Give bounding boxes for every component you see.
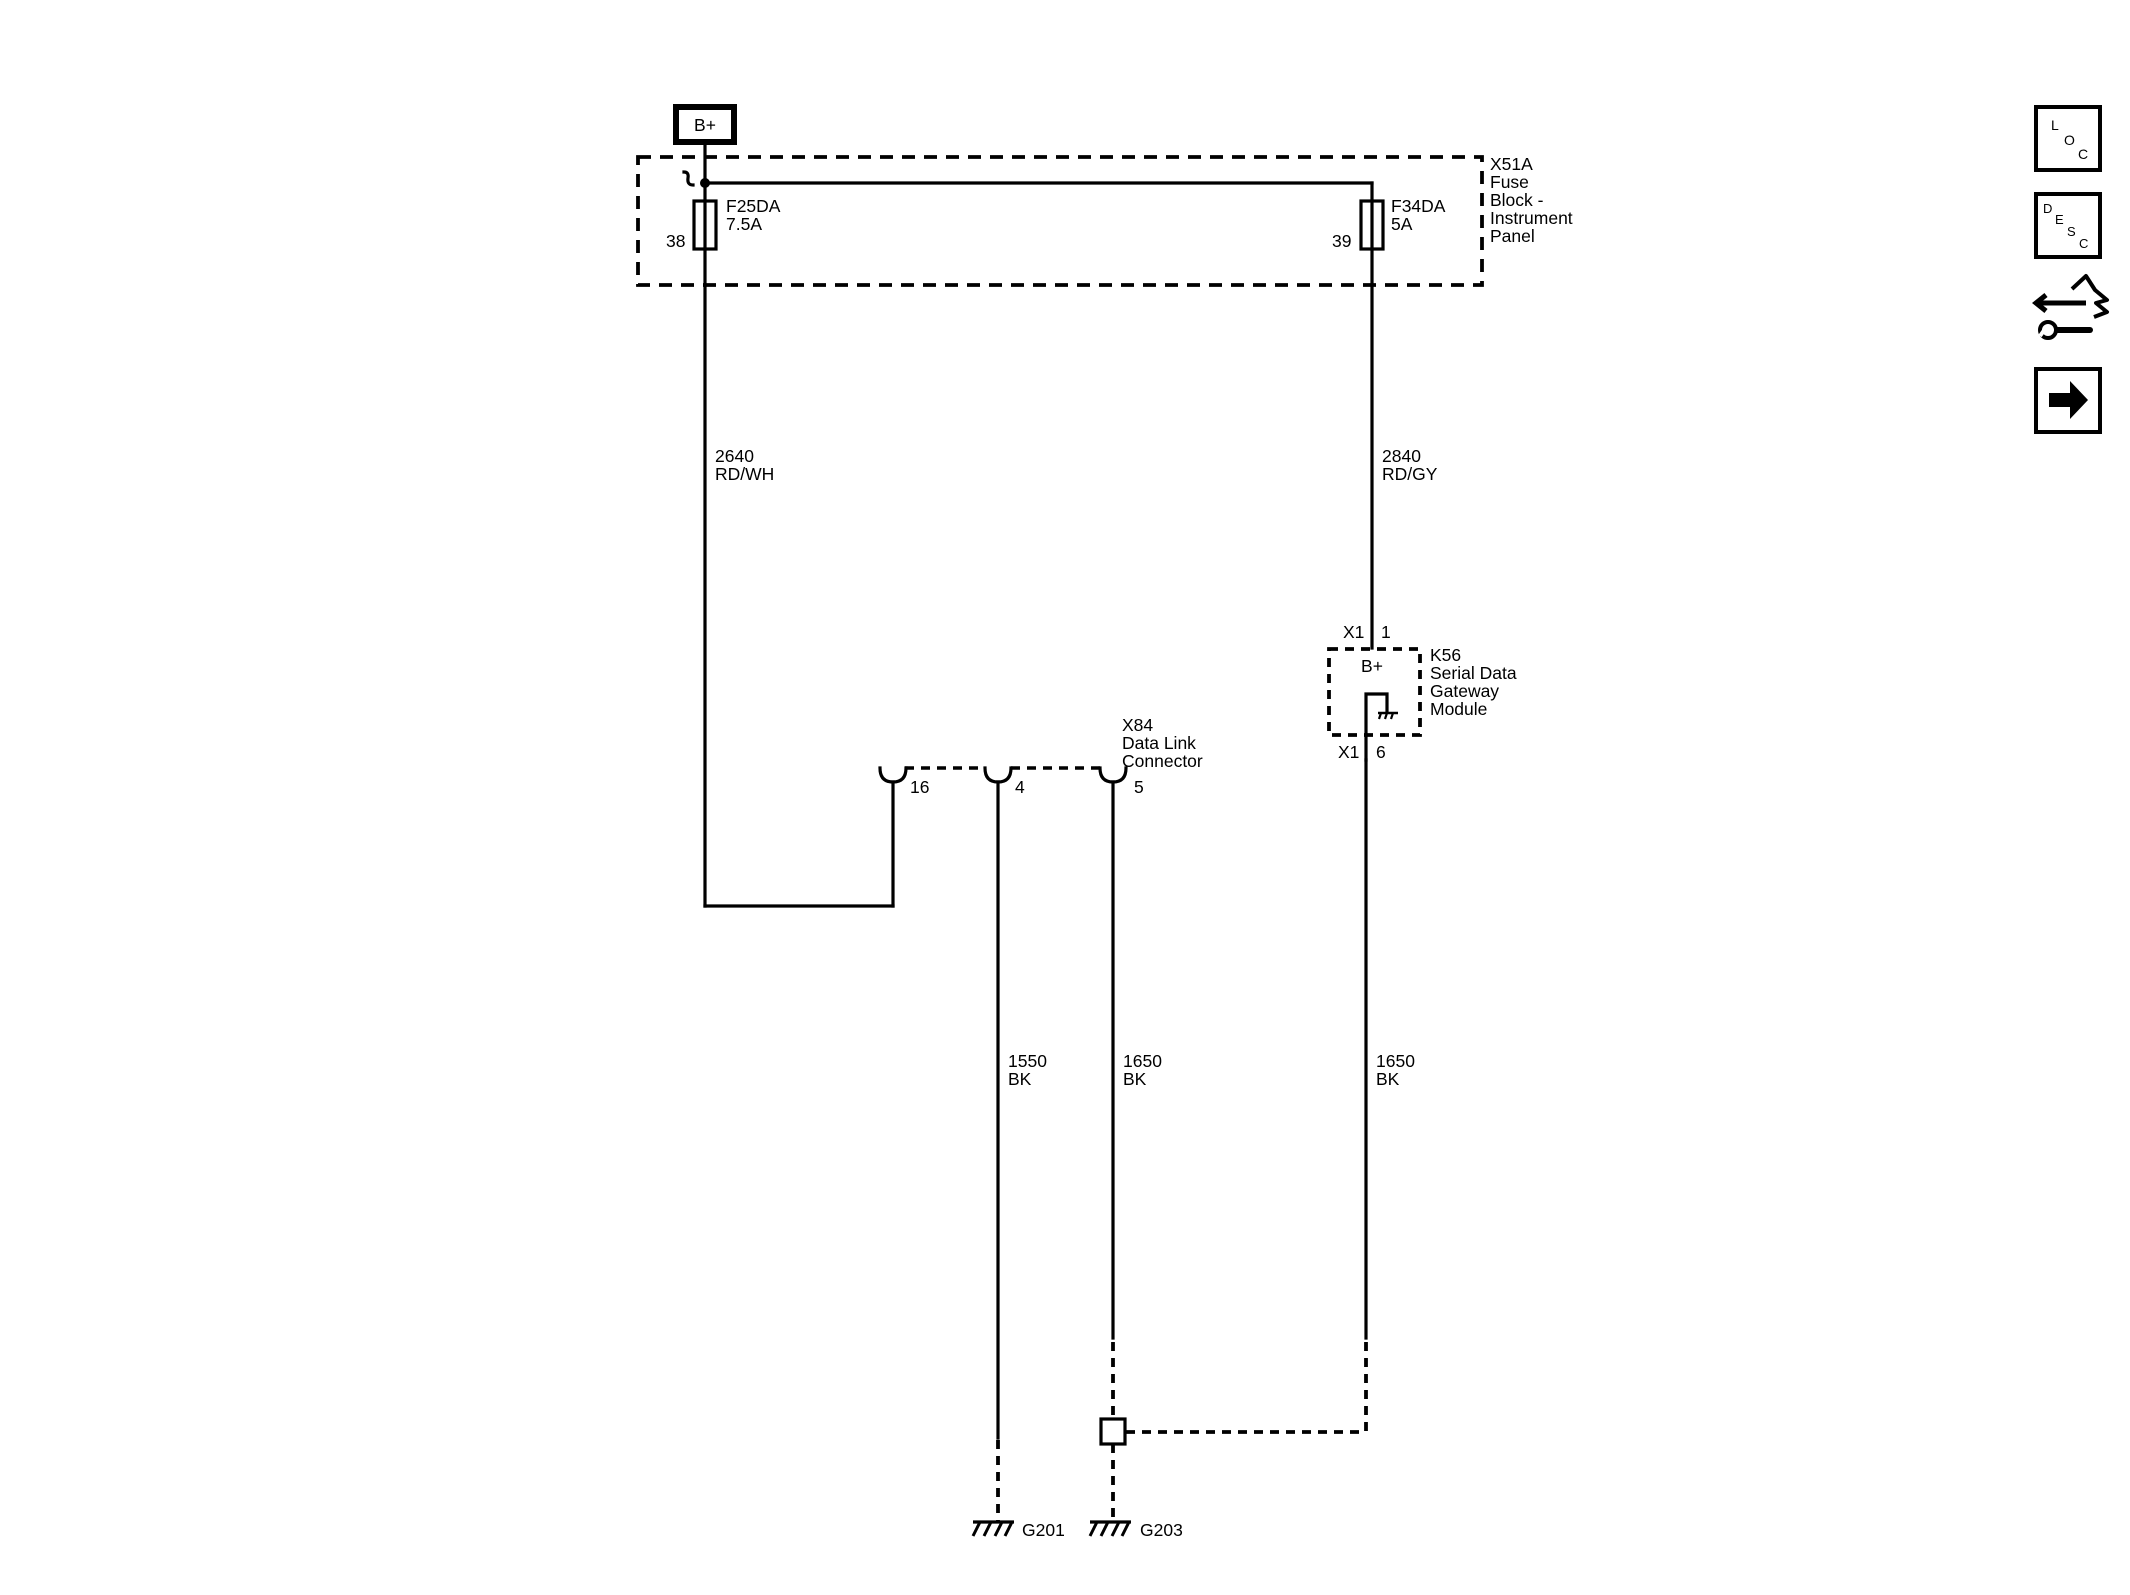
fuse2-pin: 39 (1332, 231, 1351, 251)
fuse-f25da (692, 181, 718, 251)
gateway-pin-bot: 6 (1376, 742, 1386, 762)
fuse1-pin: 38 (666, 231, 685, 251)
fuse1-name: F25DA (726, 196, 781, 216)
wire-1550-color: BK (1008, 1069, 1032, 1089)
wire-1650b-color: BK (1376, 1069, 1400, 1089)
arrow-right-icon (2049, 381, 2088, 419)
wire-cross-hop (682, 170, 695, 187)
desc-letter-e: E (2055, 212, 2064, 227)
ground-g201-icon (971, 1520, 1014, 1537)
dlc-desc-1: Data Link (1122, 733, 1196, 753)
gateway-module-outline (1327, 647, 1422, 737)
fuse2-rating: 5A (1391, 214, 1413, 234)
fuse-block-desc-4: Panel (1490, 226, 1535, 246)
dlc-label: X84 Data Link Connector (1122, 715, 1203, 771)
wire-1550-circuit: 1550 (1008, 1051, 1047, 1071)
fuse-f34da (1359, 199, 1385, 251)
wire-2640 (703, 247, 895, 908)
fuse-block-label: X51A Fuse Block - Instrument Panel (1490, 154, 1573, 246)
desc-letter-c: C (2079, 236, 2088, 251)
gateway-internal-ground (1364, 692, 1398, 762)
fuse-block-name: X51A (1490, 154, 1533, 174)
wire-2840-color: RD/GY (1382, 464, 1438, 484)
gateway-name: K56 (1430, 645, 1461, 665)
gateway-desc-2: Gateway (1430, 681, 1499, 701)
gateway-bplus: B+ (1361, 656, 1383, 676)
ground-g203-icon (1088, 1520, 1131, 1537)
ground-splice (1099, 1417, 1127, 1446)
dlc-pin-5: 5 (1134, 777, 1144, 797)
diagnostic-connector-wrench-icon[interactable] (2031, 274, 2109, 340)
fuse-block-desc-1: Fuse (1490, 172, 1529, 192)
wire-1650a-color: BK (1123, 1069, 1147, 1089)
gateway-pin-top: 1 (1381, 622, 1391, 642)
loc-letter-o: O (2064, 132, 2075, 148)
gateway-label: K56 Serial Data Gateway Module (1430, 645, 1517, 719)
gateway-desc-1: Serial Data (1430, 663, 1517, 683)
dlc-pin-4: 4 (1015, 777, 1025, 797)
location-button[interactable]: L O C (2034, 105, 2102, 172)
power-label: B+ (694, 115, 716, 135)
desc-letter-s: S (2067, 224, 2076, 239)
gateway-conn-top: X1 (1343, 622, 1364, 642)
dlc-desc-2: Connector (1122, 751, 1203, 771)
battery-positive-source: B+ (673, 104, 737, 145)
dlc-pin-16: 16 (910, 777, 929, 797)
wire-2640-color: RD/WH (715, 464, 774, 484)
desc-letter-d: D (2043, 201, 2052, 216)
description-button[interactable]: D E S C (2034, 192, 2102, 259)
ground-g203-label: G203 (1140, 1520, 1183, 1540)
loc-letter-c: C (2078, 146, 2088, 162)
fuse2-name: F34DA (1391, 196, 1446, 216)
gateway-conn-bot: X1 (1338, 742, 1359, 762)
wire-2840-circuit: 2840 (1382, 446, 1421, 466)
loc-letter-l: L (2051, 117, 2059, 133)
wire-1650b-circuit: 1650 (1376, 1051, 1415, 1071)
fuse1-rating: 7.5A (726, 214, 762, 234)
next-page-button[interactable] (2034, 367, 2102, 434)
fuse-block-desc-2: Block - (1490, 190, 1544, 210)
ground-g201-label: G201 (1022, 1520, 1065, 1540)
gateway-desc-3: Module (1430, 699, 1487, 719)
wire-1650a-circuit: 1650 (1123, 1051, 1162, 1071)
fuse-block-desc-3: Instrument (1490, 208, 1573, 228)
wire-2640-circuit: 2640 (715, 446, 754, 466)
fuse-block-outline (636, 155, 1484, 287)
dlc-name: X84 (1122, 715, 1153, 735)
